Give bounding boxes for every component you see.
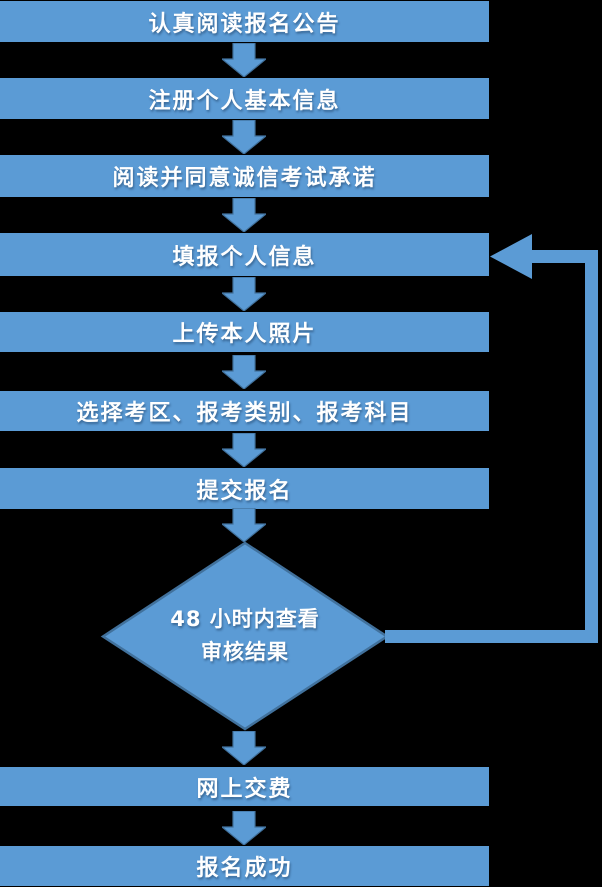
decision-label-line1: 48 小时内查看: [170, 607, 320, 631]
down-arrow-icon: [222, 277, 266, 311]
down-arrow-icon: [222, 120, 266, 154]
down-arrow-icon: [222, 355, 266, 389]
step-box-agree-commitment: 阅读并同意诚信考试承诺: [0, 155, 489, 197]
decision-label-line2: 审核结果: [201, 640, 289, 664]
down-arrow-icon: [222, 811, 266, 845]
step-box-select-exam-options: 选择考区、报考类别、报考科目: [0, 391, 489, 431]
down-arrow-icon: [222, 433, 266, 467]
step-box-upload-photo: 上传本人照片: [0, 312, 489, 352]
decision-diamond: [100, 541, 390, 731]
down-arrow-icon: [222, 43, 266, 77]
down-arrow-icon: [222, 198, 266, 232]
step-box-submit-registration: 提交报名: [0, 468, 489, 509]
down-arrow-icon: [222, 508, 266, 542]
step-box-read-announcement: 认真阅读报名公告: [0, 1, 489, 42]
down-arrow-icon: [222, 731, 266, 765]
step-box-registration-success: 报名成功: [0, 846, 489, 886]
step-box-register-info: 注册个人基本信息: [0, 78, 489, 119]
step-box-fill-personal-info: 填报个人信息: [0, 233, 489, 276]
step-box-pay-online: 网上交费: [0, 767, 489, 806]
decision-label: 48 小时内查看 审核结果: [95, 543, 395, 729]
